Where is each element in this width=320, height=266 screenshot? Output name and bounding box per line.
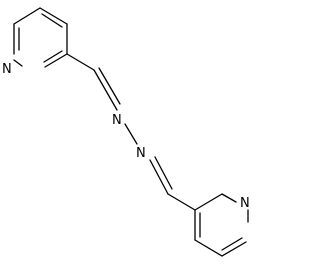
atom-label-n: N	[136, 146, 146, 161]
bond	[98, 67, 121, 105]
bond	[13, 7, 41, 25]
bond	[149, 159, 169, 195]
bond	[93, 69, 118, 111]
bond	[221, 193, 237, 203]
bond	[221, 237, 243, 251]
bond-lines	[13, 7, 249, 257]
bond	[43, 50, 63, 63]
bond	[167, 193, 196, 211]
bond	[44, 53, 68, 68]
atom-label-n: N	[240, 196, 250, 211]
bond	[124, 123, 138, 145]
molecule-diagram: N N N N	[2, 7, 250, 257]
atom-label-n: N	[112, 113, 122, 128]
bond	[13, 59, 23, 67]
bond	[194, 193, 223, 211]
bond	[41, 13, 63, 28]
bond	[221, 241, 247, 257]
atom-label-n: N	[2, 62, 12, 77]
bond	[39, 7, 68, 25]
bond	[66, 53, 95, 71]
bond	[154, 156, 173, 190]
bond	[194, 239, 223, 257]
